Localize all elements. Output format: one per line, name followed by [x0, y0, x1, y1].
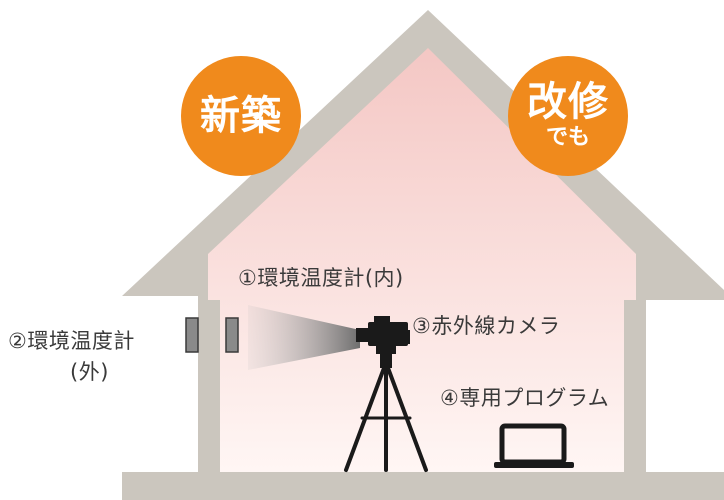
- renovation-badge: 改修 でも: [508, 56, 628, 176]
- program-label: ④専用プログラム: [440, 386, 610, 410]
- new-build-badge: 新築: [181, 56, 301, 176]
- laptop-icon: [494, 423, 574, 468]
- inside-sensor: [225, 317, 239, 353]
- infrared-camera-label: ③赤外線カメラ: [412, 314, 561, 338]
- tripod: [344, 366, 428, 472]
- outside-thermometer-sub-label: (外): [70, 360, 109, 384]
- new-build-label: 新築: [200, 93, 282, 139]
- eave-left: [122, 296, 198, 300]
- outside-sensor: [185, 317, 199, 353]
- renovation-label: 改修: [527, 79, 609, 125]
- ground: [122, 472, 724, 500]
- inside-thermometer-label: ①環境温度計(内): [238, 266, 404, 290]
- camera-view-cone: [248, 305, 360, 370]
- renovation-sub-label: でも: [545, 125, 590, 150]
- infrared-camera: [356, 316, 410, 368]
- outside-thermometer-label: ②環境温度計: [8, 329, 135, 353]
